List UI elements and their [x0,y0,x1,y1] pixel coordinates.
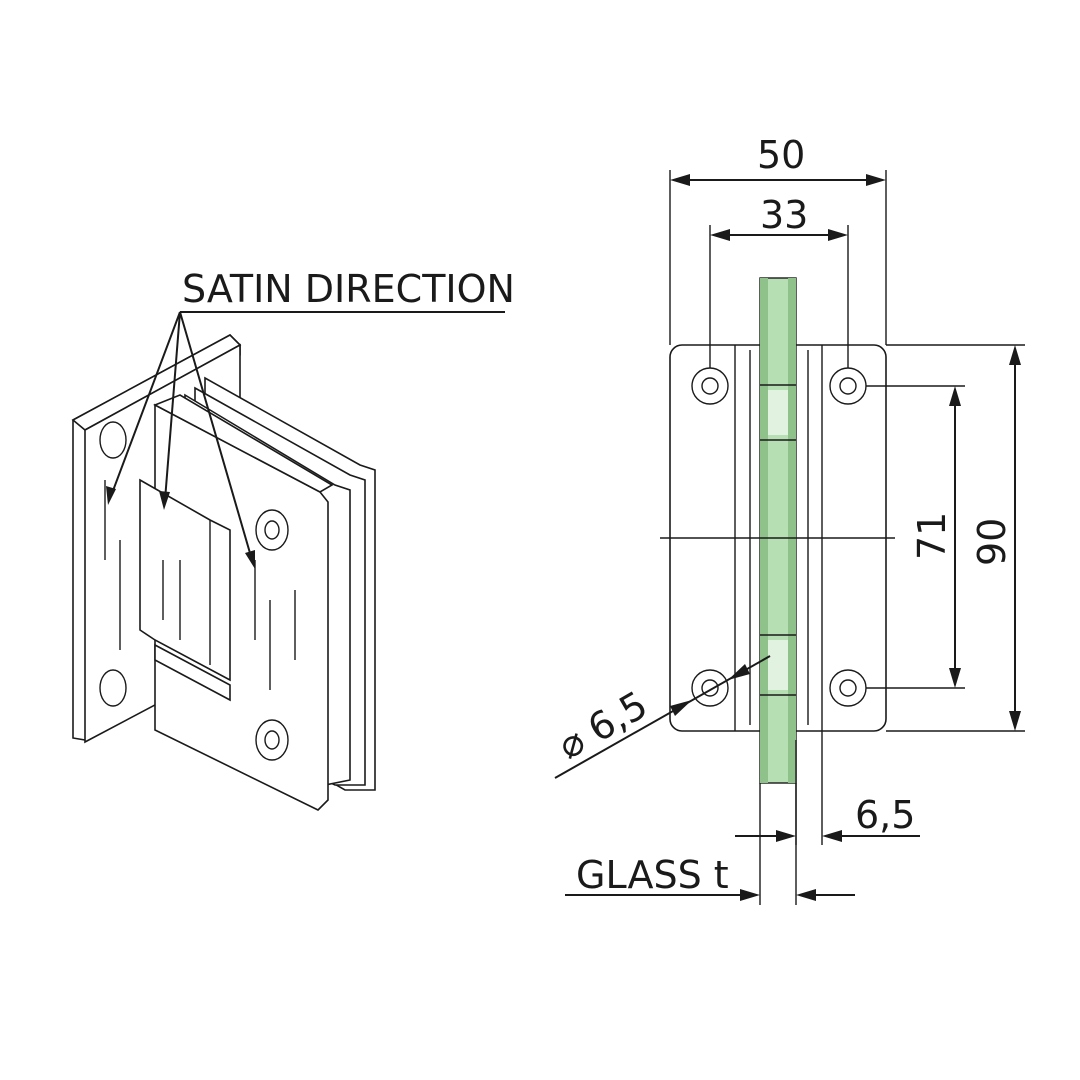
svg-text:33: 33 [760,193,808,237]
svg-text:6,5: 6,5 [581,682,655,750]
glass-panel [759,277,797,784]
svg-text:GLASS t: GLASS t [576,853,729,897]
svg-text:6,5: 6,5 [855,793,915,837]
dimension-width-outer: 50 [669,133,887,345]
dimension-glass: GLASS t [565,783,855,905]
dimension-height-holes: 71 [866,385,965,689]
svg-text:71: 71 [910,512,954,560]
dimension-offset: 6,5 [735,731,920,845]
satin-direction-leaders [106,311,255,569]
isometric-hinge-view: SATIN DIRECTION [71,267,515,811]
front-plate [153,394,334,811]
svg-text:50: 50 [757,133,805,177]
svg-text:90: 90 [970,518,1014,566]
dimension-width-inner: 33 [709,193,849,368]
hinge-knuckle [139,478,231,702]
front-view: 50 33 71 90 [551,133,1025,905]
dimension-height-total: 90 [886,344,1025,732]
satin-direction-label: SATIN DIRECTION [182,267,515,311]
